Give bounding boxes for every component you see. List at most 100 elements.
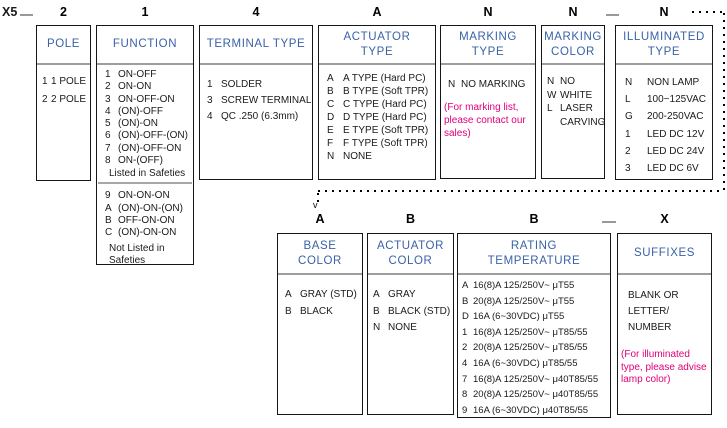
code-marking-type: N <box>483 5 493 19</box>
option-row: 6(ON)-OFF-(ON) <box>105 130 193 142</box>
option-label: BLACK (STD) <box>388 305 451 317</box>
code-terminal-type: 4 <box>252 5 260 19</box>
option-key: B <box>462 295 469 307</box>
option-key: N <box>373 322 381 333</box>
option-key: 1 <box>105 69 111 80</box>
option-key: A <box>285 289 292 300</box>
option-row: C C TYPE (Hard PC) <box>327 98 435 111</box>
option-label: 2 POLE <box>51 94 87 105</box>
option-key: 7 <box>105 142 111 154</box>
option-label: A TYPE (Hard PC) <box>343 73 426 84</box>
option-row: 7 16(8)A 125/250V~ μ40T85/55 <box>462 372 610 388</box>
option-key: C <box>327 99 335 110</box>
option-label: 16(8)A 125/250V~ μ40T85/55 <box>473 373 599 385</box>
option-label: 16A (6~30VDC) μT85/55 <box>473 357 578 369</box>
marking-color-title: MARKING COLOR <box>542 26 604 65</box>
safety-divider <box>98 182 192 185</box>
option-label: ON-ON <box>118 81 152 93</box>
option-key: L <box>625 94 631 106</box>
option-label: ON-OFF-ON <box>118 93 175 105</box>
option-key: 1 <box>462 326 468 338</box>
option-row: 8 20(8)A 125/250V~ μ40T85/55 <box>462 387 610 403</box>
option-label: 20(8)A 125/250V~ μT85/55 <box>473 342 588 354</box>
option-label: WHITE <box>560 89 593 101</box>
option-key: D <box>462 311 469 323</box>
dash-line <box>20 14 33 16</box>
option-row: 4(ON)-OFF <box>105 106 193 118</box>
option-key: E <box>327 125 334 136</box>
option-key: 7 <box>462 373 468 385</box>
code-rating-temperature: B <box>529 212 539 226</box>
code-suffixes: X <box>660 212 669 226</box>
option-label: C TYPE (Hard PC) <box>343 99 427 110</box>
option-label: NONE <box>343 151 372 162</box>
option-label: 1 POLE <box>51 76 87 87</box>
option-label: SCREW TERMINAL <box>221 95 312 106</box>
option-key: 1 <box>207 79 213 90</box>
option-key: 8 <box>462 389 468 401</box>
code-illuminated-type: N <box>659 5 669 19</box>
suffixes-box: SUFFIXES BLANK OR LETTER/ NUMBER (For il… <box>617 233 712 415</box>
option-row: A(ON)-ON-(ON) <box>105 203 193 215</box>
option-label: NONE <box>388 322 417 333</box>
option-key: C <box>105 227 113 239</box>
option-label: NO <box>560 76 575 87</box>
option-label: (ON)-OFF <box>118 105 163 117</box>
option-label: 100~125VAC <box>647 94 707 106</box>
option-label: 20(8)A 125/250V~ μ40T85/55 <box>473 389 599 401</box>
option-label: LED DC 24V <box>647 145 705 157</box>
option-key: 9 <box>105 190 111 202</box>
option-label: (ON)-ON-(ON) <box>118 202 183 214</box>
suffixes-title: SUFFIXES <box>618 234 711 275</box>
option-key: G <box>625 111 633 123</box>
option-key: 3 <box>207 95 213 106</box>
option-label: ON-(OFF) <box>118 155 163 167</box>
option-label: (ON)-OFF-ON <box>118 142 182 154</box>
option-key: F <box>327 138 334 149</box>
actuator-color-title: ACTUATOR COLOR <box>368 234 453 275</box>
option-key: N <box>547 76 555 87</box>
option-label: 16(8)A 125/250V~ μT85/55 <box>473 326 588 338</box>
dash-line <box>602 221 616 223</box>
option-row: N NONE <box>373 320 453 337</box>
code-function: 1 <box>141 5 149 19</box>
option-key: 2 <box>462 342 468 354</box>
option-label: E TYPE (Soft TPR) <box>343 125 429 136</box>
part-prefix: X5 <box>2 5 18 19</box>
option-label: 16(8)A 125/250V~ μT55 <box>473 280 575 291</box>
dotted-connector-top <box>692 11 724 13</box>
option-key: L <box>547 103 553 114</box>
option-row: N NO <box>547 75 604 89</box>
option-key: 1 <box>625 128 631 140</box>
option-key: B <box>327 86 334 97</box>
not-listed-in-safeties-note: Not Listed in Safeties <box>109 242 165 266</box>
option-key: N <box>448 79 456 90</box>
